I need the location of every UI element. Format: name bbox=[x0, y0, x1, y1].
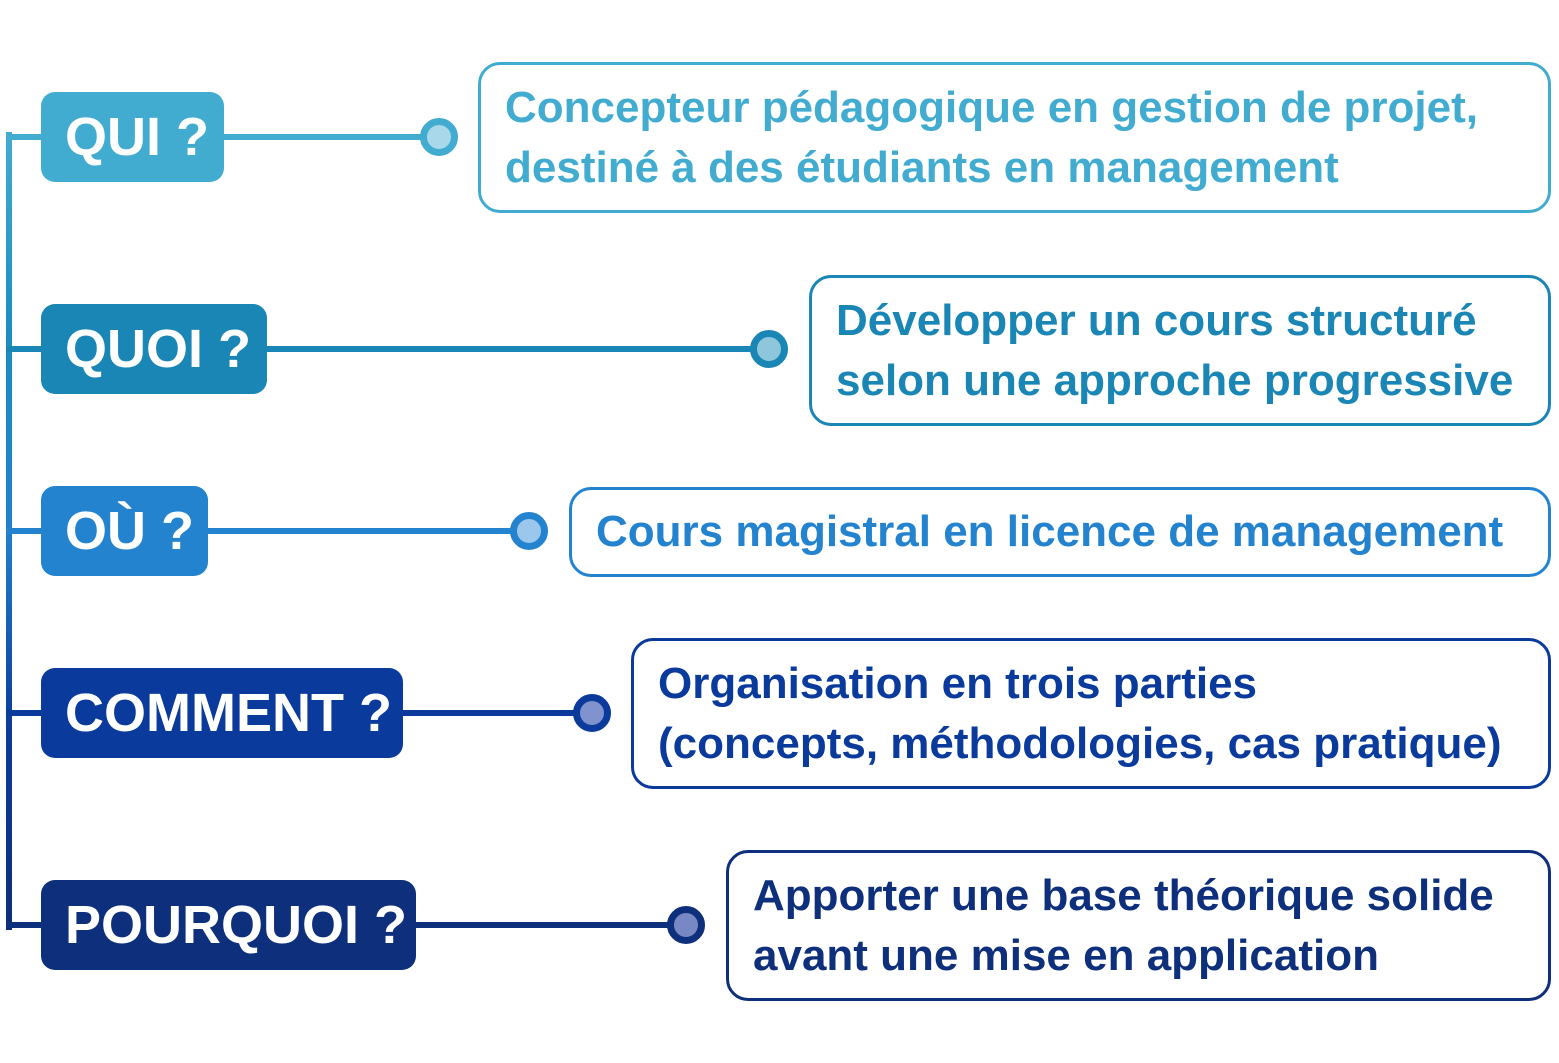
answer-text: Organisation en trois parties (concepts,… bbox=[658, 658, 1502, 768]
spine-tick bbox=[6, 922, 42, 928]
answer-box-comment: Organisation en trois parties (concepts,… bbox=[631, 638, 1551, 789]
spine-tick bbox=[6, 710, 42, 716]
spine-tick bbox=[6, 134, 42, 140]
spine-tick bbox=[6, 346, 42, 352]
answer-text: Développer un cours structuré selon une … bbox=[836, 295, 1514, 405]
connector-dot bbox=[573, 694, 611, 732]
answer-text: Apporter une base théorique solide avant… bbox=[753, 870, 1494, 980]
connector-dot bbox=[750, 330, 788, 368]
connector-dot bbox=[510, 512, 548, 550]
answer-box-pourquoi: Apporter une base théorique solide avant… bbox=[726, 850, 1551, 1001]
answer-box-qui: Concepteur pédagogique en gestion de pro… bbox=[478, 62, 1551, 213]
connector-line bbox=[402, 710, 592, 716]
connector-line bbox=[207, 528, 530, 534]
connector-line bbox=[224, 134, 439, 140]
answer-text: Concepteur pédagogique en gestion de pro… bbox=[505, 82, 1478, 192]
connector-dot bbox=[420, 118, 458, 156]
question-label-quoi: QUOI ? bbox=[41, 304, 267, 394]
connector-line bbox=[415, 922, 687, 928]
answer-box-quoi: Développer un cours structuré selon une … bbox=[809, 275, 1551, 426]
answer-text: Cours magistral en licence de management bbox=[596, 507, 1504, 556]
question-label-qui: QUI ? bbox=[41, 92, 224, 182]
question-label-comment: COMMENT ? bbox=[41, 668, 403, 758]
connector-dot bbox=[667, 906, 705, 944]
question-label-pourquoi: POURQUOI ? bbox=[41, 880, 416, 970]
question-label-ou: OÙ ? bbox=[41, 486, 208, 576]
answer-box-ou: Cours magistral en licence de management bbox=[569, 487, 1551, 577]
connector-line bbox=[266, 346, 770, 352]
spine-tick bbox=[6, 528, 42, 534]
